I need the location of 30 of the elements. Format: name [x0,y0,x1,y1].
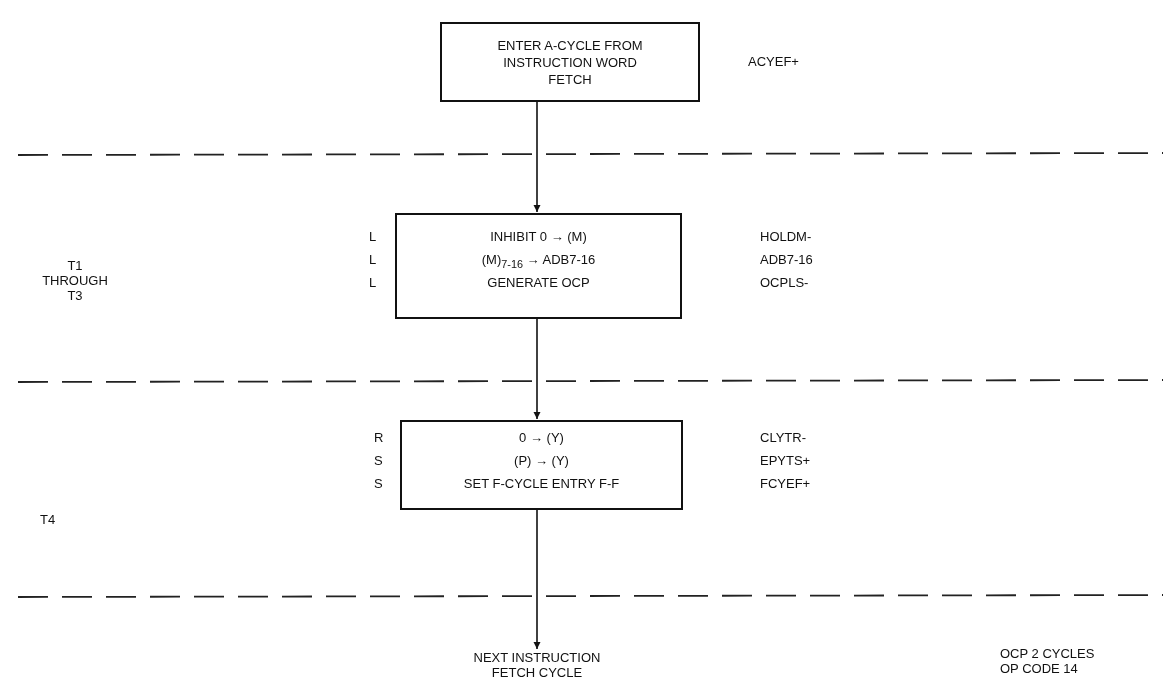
timing-label: T4 [40,512,57,527]
flow-arrow [533,101,541,213]
note-text: OCP 2 CYCLES OP CODE 14 [1000,646,1095,676]
signal-name: ADB7-16 [760,251,813,269]
process-box [400,420,683,510]
operation-text: 0 → (Y) [519,429,564,447]
flow-arrow [533,318,541,420]
logic-level-letter: L [369,228,377,246]
operation-text: INHIBIT 0 → (M) [490,228,587,246]
logic-level-letter: S [374,452,383,470]
signal-name: EPYTS+ [760,452,811,470]
logic-level-letter: L [369,274,377,292]
signal-name: ACYEF+ [748,52,799,70]
signal-name: CLYTR- [760,429,806,447]
operation-text: (M)$_{7-16}$ → ADB7-16 [481,251,596,271]
box-text: ENTER A-CYCLE FROM INSTRUCTION WORD FETCH [496,36,644,88]
process-box [440,22,700,102]
signal-name: OCPLS- [760,274,809,292]
process-box [395,213,682,319]
timing-label: T1 THROUGH T3 [41,258,109,303]
operation-text: (P) → (Y) [514,452,569,470]
operation-text: SET F-CYCLE ENTRY F-F [463,475,620,493]
flow-arrow [533,509,541,650]
operation-text: GENERATE OCP [487,274,590,292]
logic-level-letter: L [369,251,377,269]
terminal-text: NEXT INSTRUCTION FETCH CYCLE [467,650,607,682]
logic-level-letter: S [374,475,383,493]
signal-name: HOLDM- [760,228,812,246]
signal-name: FCYEF+ [760,475,811,493]
logic-level-letter: R [374,429,384,447]
